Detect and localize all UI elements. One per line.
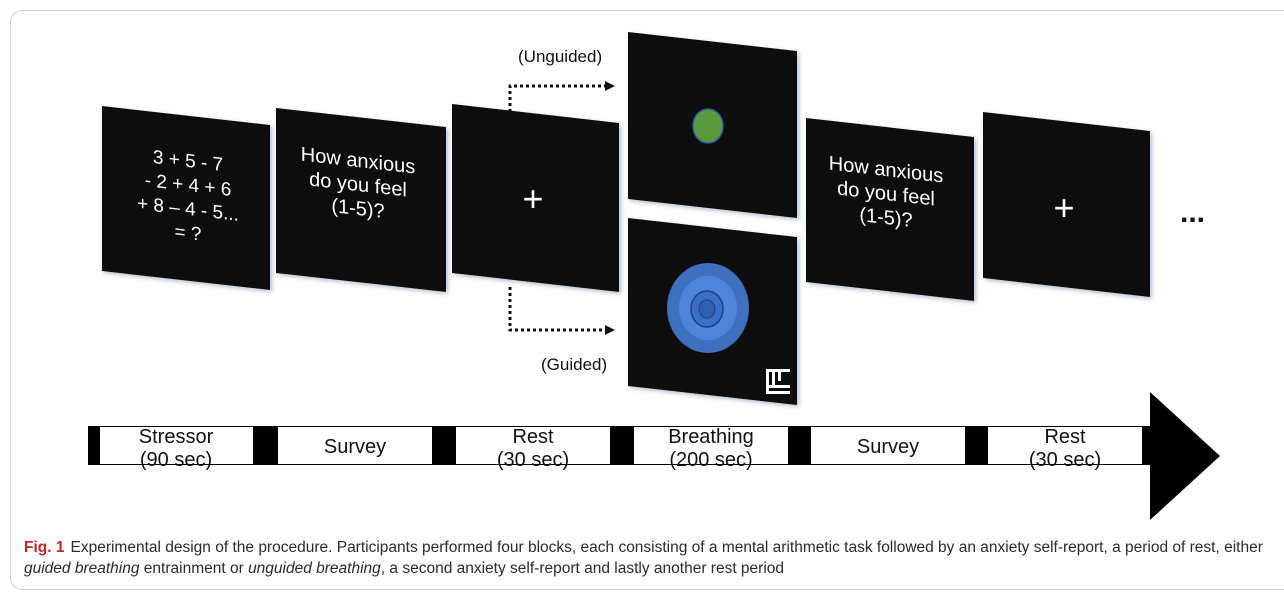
procedure-diagram: 3 + 5 - 7 - 2 + 4 + 6 + 8 – 4 - 5... = ?… [88,32,1220,520]
timeline-label: (90 sec) [140,449,212,471]
caption-text: entrainment or [139,560,249,577]
timeline-boxes: Stressor (90 sec) Survey Rest (30 sec) B… [100,426,1142,471]
unguided-dot [692,108,724,144]
figure-number: Fig. 1 [24,539,65,556]
stressor-screen: 3 + 5 - 7 - 2 + 4 + 6 + 8 – 4 - 5... = ? [102,106,270,290]
timeline-label: Survey [324,436,386,458]
figure-caption: Fig. 1 Experimental design of the procedu… [24,537,1274,579]
app-logo-icon [766,369,790,394]
caption-text: Experimental design of the procedure. Pa… [70,539,1263,556]
unguided-branch-arrow [508,81,615,118]
rest-screen-1: + [452,104,619,292]
timeline-label: Breathing [668,426,754,448]
timeline-segment-breathing: Breathing (200 sec) [634,426,788,471]
timeline-segment-stressor: Stressor (90 sec) [100,426,253,471]
guided-breathing-rings [667,263,749,353]
survey-screen-1: How anxious do you feel (1-5)? [276,108,446,292]
timeline-segment-rest: Rest (30 sec) [456,426,610,471]
survey-screen-2: How anxious do you feel (1-5)? [806,118,974,301]
timeline-label: (30 sec) [1029,449,1101,471]
fixation-cross: + [1053,187,1074,228]
figure-frame [10,10,1284,590]
timeline-arrow [88,392,1220,520]
guided-breathing-screen [628,218,797,405]
caption-italic: unguided breathing [248,560,381,577]
timeline-label: Stressor [139,426,214,448]
caption-text: , a second anxiety self-report and lastl… [380,560,785,577]
timeline-label: Rest [1044,426,1086,448]
stressor-line: = ? [175,222,202,246]
timeline-segment-survey: Survey [278,427,432,464]
timeline-segment-rest-2: Rest (30 sec) [988,426,1142,471]
unguided-breathing-screen [628,32,797,218]
fixation-cross: + [522,178,543,219]
timeline-label: Survey [857,436,919,458]
timeline-segment-survey-2: Survey [811,427,965,464]
caption-italic: guided breathing [24,560,140,577]
guided-label: (Guided) [541,355,607,374]
guided-branch-arrow [508,287,615,335]
continuation-ellipsis: ... [1180,196,1205,229]
unguided-label: (Unguided) [518,47,602,66]
rest-screen-2: + [983,112,1150,297]
timeline-label: (200 sec) [669,449,752,471]
timeline-label: Rest [512,426,554,448]
timeline-label: (30 sec) [497,449,569,471]
